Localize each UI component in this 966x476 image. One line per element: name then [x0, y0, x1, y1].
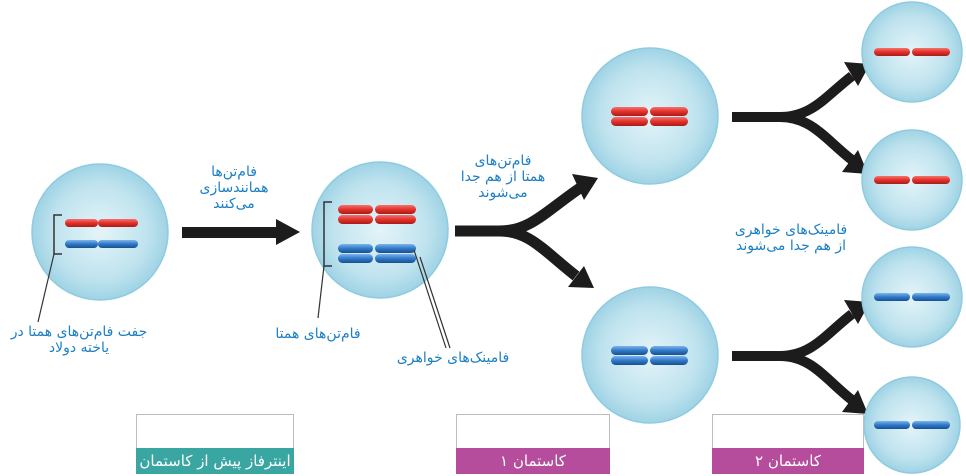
red-chromosome: [65, 219, 138, 227]
gamete-cell-red-1: [861, 1, 963, 103]
meiosis1-stage-label: کاستمان ۱: [456, 448, 610, 474]
interphase-stage-label: اینترفاز پیش از کاستمان: [136, 448, 294, 474]
homologs-separate-line-2: همتا از هم جدا: [460, 169, 546, 185]
gamete-cell-red-2: [861, 129, 963, 231]
homologs-separate-label: فام‌تن‌های همتا از هم جدا می‌شوند: [448, 153, 558, 201]
sister-pointer-a: [413, 249, 447, 349]
meiosis2-bracket: [712, 414, 864, 449]
homolog-pair-line-1: جفت فام‌تن‌های همتا در: [10, 324, 148, 340]
replication-arrow: [182, 219, 300, 245]
meiosis2-split-arrow-top: [732, 62, 870, 174]
homolog-bracket-2: [323, 201, 332, 267]
meiosis1-split-arrow: [455, 174, 598, 288]
replication-line-1: فام‌تن‌ها: [211, 164, 257, 180]
gamete-cell-blue-1: [861, 246, 963, 348]
interphase-bracket: [136, 414, 294, 449]
gamete-cell-blue-2: [863, 376, 961, 474]
homologs-text: فام‌تن‌های همتا: [275, 326, 361, 342]
sisters-separate-label: فامینک‌های خواهری از هم جدا می‌شوند: [716, 222, 866, 254]
sisters-separate-line-2: از هم جدا می‌شوند: [736, 238, 846, 254]
red-replicated-chromosome: [338, 205, 416, 224]
meiosis2-split-arrow-bottom: [732, 300, 870, 414]
meiosis1-cell-blue: [581, 286, 719, 424]
homolog-pointer-2: [317, 265, 325, 319]
meiosis2-stage-label: کاستمان ۲: [712, 448, 864, 474]
meiosis1-cell-red: [581, 47, 719, 185]
replication-line-2: همانندسازی: [199, 180, 269, 196]
blue-replicated-chromosome: [338, 244, 416, 263]
homolog-pair-label: جفت فام‌تن‌های همتا در یاخته دولاد: [4, 324, 154, 356]
homolog-pair-line-2: یاخته دولاد: [48, 340, 110, 356]
sister-chromatids-text: فامینک‌های خواهری: [396, 350, 510, 366]
replication-line-3: می‌کنند: [213, 196, 255, 212]
sister-chromatids-label: فامینک‌های خواهری: [388, 350, 518, 366]
homologs-label: فام‌تن‌های همتا: [258, 326, 378, 342]
diploid-cell: [31, 163, 169, 323]
homolog-bracket: [53, 214, 62, 255]
replicated-cell: [311, 161, 451, 349]
homologs-separate-line-3: می‌شوند: [478, 185, 528, 201]
sister-pointer-b: [419, 256, 451, 349]
meiosis1-bracket: [456, 414, 610, 449]
homologs-separate-line-1: فام‌تن‌های: [474, 153, 532, 169]
sisters-separate-line-1: فامینک‌های خواهری: [734, 222, 848, 238]
blue-chromosome: [65, 240, 138, 248]
homolog-pointer: [37, 253, 55, 323]
replication-label: فام‌تن‌ها همانندسازی می‌کنند: [184, 164, 284, 212]
